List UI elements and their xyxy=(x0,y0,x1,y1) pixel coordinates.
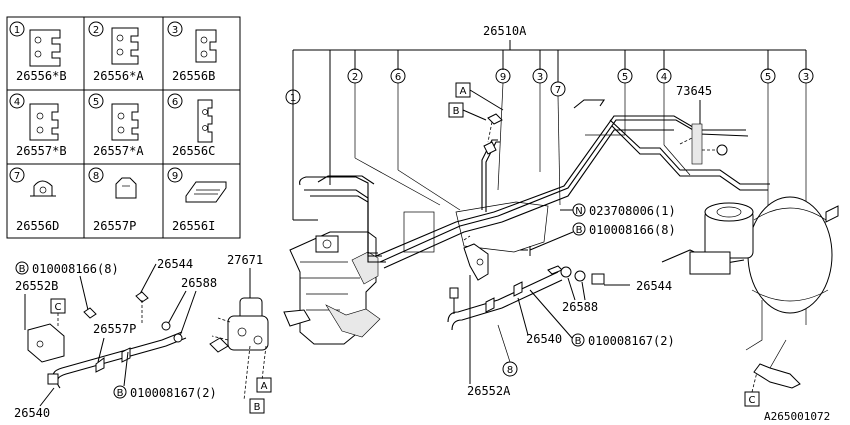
clip-icon xyxy=(29,29,61,67)
bracket-right-label: 26552A xyxy=(467,384,511,398)
left-clip: 26557P xyxy=(93,322,136,363)
pipe-index: 5 xyxy=(765,72,771,83)
legend-part-5: 26557*A xyxy=(93,144,144,158)
legend-index-3: 3 xyxy=(172,25,178,36)
ref-box-a-left: A xyxy=(256,377,272,393)
circle-b: B xyxy=(575,336,582,347)
left-bolt-callout: B 010008166(8) xyxy=(15,261,119,319)
ref-box-b-left: B xyxy=(249,398,265,414)
ref-box-a-center: A xyxy=(455,82,504,111)
pipe-index: 6 xyxy=(395,72,401,83)
bolt-callout: B 010008166(8) xyxy=(529,222,676,251)
left-union-bolt: 26544 xyxy=(135,257,193,324)
clip-left-label: 26557P xyxy=(93,322,136,336)
right-hose: 26540 xyxy=(447,265,563,346)
clip-icon xyxy=(115,177,137,199)
clip-icon xyxy=(111,103,139,141)
hose-right-label: 26540 xyxy=(526,332,562,346)
valve-label: 27671 xyxy=(227,253,263,267)
pipe-index: 1 xyxy=(290,93,296,104)
bolt-callout: B 010008167(2) xyxy=(529,289,675,348)
bolt-2-left-label: 010008167(2) xyxy=(130,386,217,400)
figure-id: A265001072 xyxy=(764,410,830,423)
legend-index-6: 6 xyxy=(172,97,178,108)
legend-part-8: 26557P xyxy=(93,219,136,233)
ref-box-c-right: C xyxy=(744,339,801,407)
left-washers: 26588 xyxy=(161,276,217,343)
legend-index-7: 7 xyxy=(14,171,20,182)
clip-icon xyxy=(195,29,217,63)
ref-b-label: B xyxy=(254,402,261,413)
ref-box-b-center: B xyxy=(448,102,503,155)
ref-a-label: A xyxy=(261,381,268,392)
pipe-index: 2 xyxy=(352,72,358,83)
valve: 27671 xyxy=(209,253,269,401)
left-hose: 26540 xyxy=(14,331,187,420)
pipe-index: 5 xyxy=(622,72,628,83)
circle-n: N xyxy=(575,206,582,217)
pipe-index: 7 xyxy=(555,85,561,96)
pipe-index: 8 xyxy=(507,365,513,376)
bracket-left-label: 26552B xyxy=(15,279,58,293)
nut-bolt-callout: N 023708006(1) xyxy=(560,203,676,218)
panel xyxy=(403,201,549,253)
clip-icon xyxy=(197,99,213,143)
legend-part-9: 26556I xyxy=(172,219,215,233)
ref-a-label: A xyxy=(460,86,467,97)
left-bracket: 26552B C xyxy=(15,279,66,363)
pipe-index: 9 xyxy=(500,72,506,83)
legend-index-2: 2 xyxy=(93,25,99,36)
union-bolt-left-label: 26544 xyxy=(157,257,193,271)
legend-part-7: 26556D xyxy=(16,219,59,233)
main-assembly-label: 26510A xyxy=(483,24,527,38)
ref-b-label: B xyxy=(453,106,460,117)
clip-icon xyxy=(185,181,227,203)
legend-part-3: 26556B xyxy=(172,69,215,83)
legend-part-4: 26557*B xyxy=(16,144,67,158)
pipe-index: 4 xyxy=(661,72,667,83)
circle-b: B xyxy=(576,225,583,236)
clip-bracket-label: 73645 xyxy=(676,84,712,98)
clip-icon xyxy=(111,27,139,65)
hydraulic-unit xyxy=(283,231,381,345)
legend-part-2: 26556*A xyxy=(93,69,144,83)
bolt-8-left-label: 010008166(8) xyxy=(32,262,119,276)
bolt-8-right-label: 010008166(8) xyxy=(589,223,676,237)
circle-b: B xyxy=(117,388,124,399)
hose-left-label: 26540 xyxy=(14,406,50,420)
circle-b: B xyxy=(19,264,26,275)
master-cylinder xyxy=(689,196,839,351)
union-bolt-right-label: 26544 xyxy=(636,279,672,293)
legend-part-1: 26556*B xyxy=(16,69,67,83)
clip-icon xyxy=(29,103,59,141)
right-bracket: 26552A xyxy=(463,235,531,398)
legend-index-8: 8 xyxy=(93,171,99,182)
assembly-leader-lines: 26510A xyxy=(292,24,807,221)
union-bolt-right: 26544 26588 xyxy=(560,266,672,314)
nut-bolt-label: 023708006(1) xyxy=(589,204,676,218)
legend-grid: 1 26556*B 2 26556*A 3 26556B 4 xyxy=(6,16,241,239)
ref-c-label: C xyxy=(55,302,62,313)
clip-icon xyxy=(30,180,56,197)
washer-right-label: 26588 xyxy=(562,300,598,314)
washer-left-label: 26588 xyxy=(181,276,217,290)
pipe-index: 3 xyxy=(803,72,809,83)
left-bolt-2-callout: B 010008167(2) xyxy=(113,351,217,400)
bolt-2-right-label: 010008167(2) xyxy=(588,334,675,348)
legend-index-9: 9 xyxy=(172,171,178,182)
legend-index-1: 1 xyxy=(14,25,20,36)
legend-index-5: 5 xyxy=(93,97,99,108)
legend-index-4: 4 xyxy=(14,97,20,108)
clip-bracket: 73645 xyxy=(676,84,728,165)
ref-c-label: C xyxy=(749,395,756,406)
legend-part-6: 26556C xyxy=(172,144,215,158)
pipe-index: 3 xyxy=(537,72,543,83)
